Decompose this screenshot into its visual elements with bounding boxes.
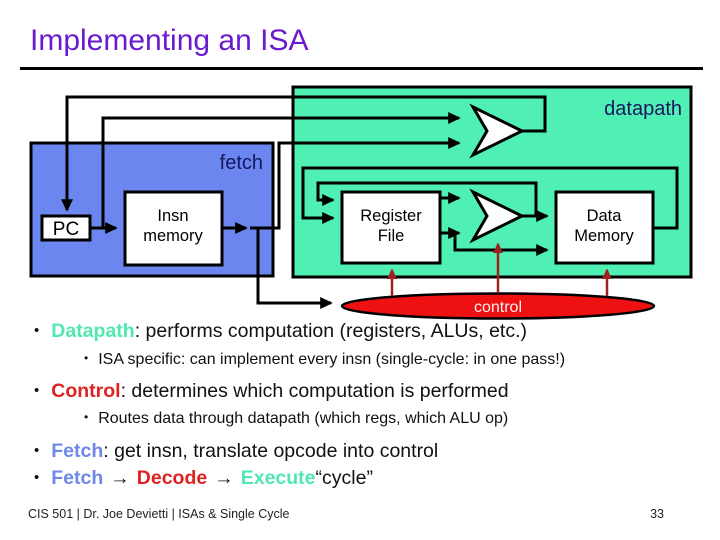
subbullet-routes-data-text: Routes data through datapath (which regs… (98, 410, 509, 427)
cycle-text: “cycle” (315, 467, 373, 489)
bullet-control-text: : determines which computation is perfor… (120, 380, 509, 402)
insn-memory-box (123, 190, 224, 267)
bullet-fetch-term: Fetch (51, 440, 104, 462)
bullet-dot: • (84, 351, 89, 365)
register-file-label-line2: File (378, 227, 405, 245)
cycle-fetch-term: Fetch (51, 467, 104, 489)
wire-pc-to-adder (101, 112, 461, 228)
bullet-fetch: • Fetch: get insn, translate opcode into … (34, 440, 438, 463)
insn-memory-label-line2: memory (143, 227, 203, 245)
wire-regfile-to-datamem (453, 233, 549, 256)
subbullet-routes-data: • Routes data through datapath (which reg… (84, 410, 508, 428)
bullet-dot: • (34, 322, 40, 339)
right-arrow-icon: → (214, 467, 234, 489)
cycle-decode-term: Decode (136, 467, 208, 489)
data-memory-label-line2: Memory (574, 227, 634, 245)
execute-alu (469, 188, 526, 244)
bullet-cycle: • Fetch → Decode → Execute“cycle” (34, 467, 373, 490)
pc-box (40, 214, 92, 242)
pc-label: PC (53, 219, 79, 240)
right-arrow-icon: → (110, 467, 130, 489)
control-ellipse (340, 292, 656, 320)
subbullet-isa-specific: • ISA specific: can implement every insn … (84, 351, 565, 369)
bullet-dot: • (34, 382, 40, 399)
bullet-dot: • (34, 442, 40, 459)
control-label: control (474, 299, 522, 316)
bullet-control-term: Control (51, 380, 121, 402)
bullet-fetch-text: : get insn, translate opcode into contro… (103, 440, 439, 462)
register-file-box (340, 190, 442, 265)
subbullet-isa-specific-text: ISA specific: can implement every insn (… (98, 351, 566, 368)
insn-memory-label-line1: Insn (157, 207, 188, 225)
data-memory-label-line1: Data (587, 207, 623, 225)
bullet-datapath-term: Datapath (51, 320, 135, 342)
data-memory-box (554, 190, 655, 265)
bullet-control: • Control: determines which computation i… (34, 380, 509, 403)
register-file-label-line1: Register (360, 207, 422, 225)
wire-alu-to-regfile (316, 181, 538, 216)
title-underline (20, 67, 703, 70)
wire-insn-to-adder (250, 137, 461, 230)
wire-datamem-to-regfile (301, 166, 679, 230)
bullet-dot: • (84, 410, 89, 424)
footer-page-number: 33 (650, 507, 664, 521)
pc-adder-alu (469, 103, 526, 159)
datapath-region-label: datapath (604, 98, 682, 120)
fetch-region-label: fetch (220, 152, 263, 174)
wire-insn-to-control (256, 228, 333, 309)
bullet-dot: • (34, 469, 40, 486)
bullet-datapath-text: : performs computation (registers, ALUs,… (134, 320, 528, 342)
page-title: Implementing an ISA (30, 24, 309, 57)
wire-nextpc-loop (61, 95, 547, 212)
bullet-datapath: • Datapath: performs computation (registe… (34, 320, 527, 343)
datapath-diagram: fetch datapath PC Insn memory Register F… (29, 85, 693, 320)
footer-course-info: CIS 501 | Dr. Joe Devietti | ISAs & Sing… (28, 507, 290, 521)
cycle-execute-term: Execute (240, 467, 316, 489)
